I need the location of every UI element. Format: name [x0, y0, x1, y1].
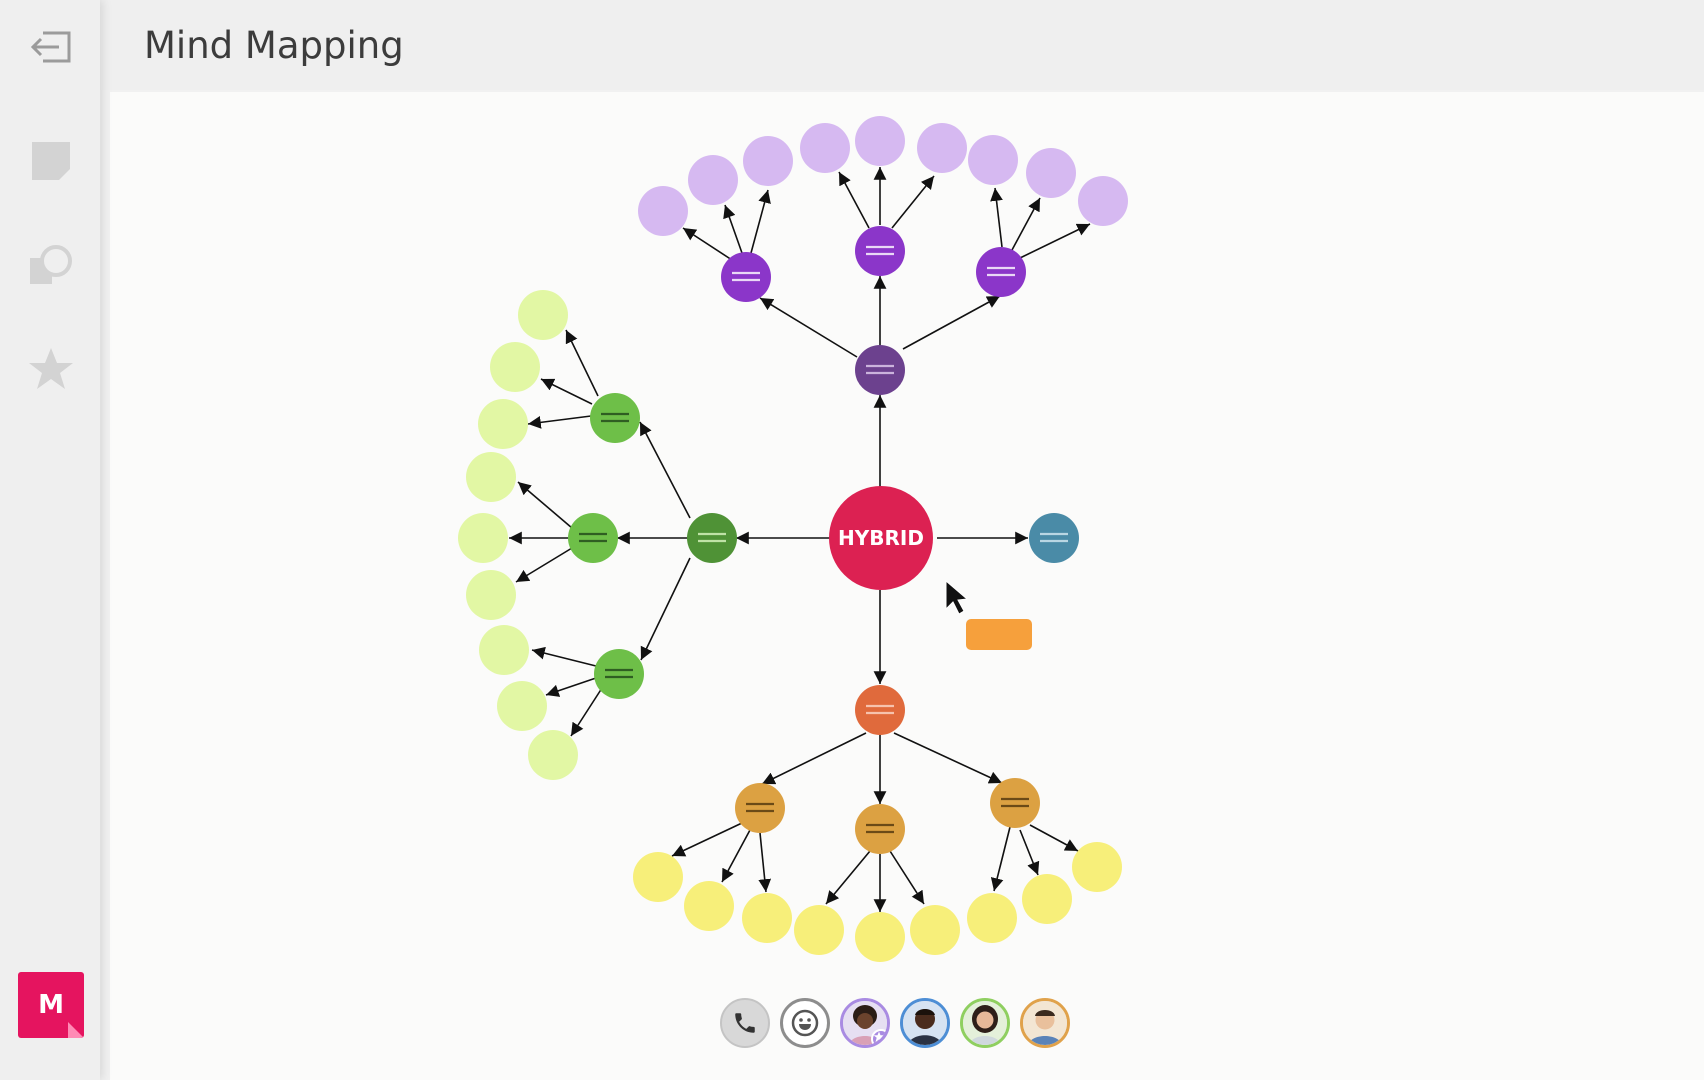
green-node-3[interactable] [594, 649, 644, 699]
leaf-node[interactable] [1026, 148, 1076, 198]
amber-node-2[interactable] [855, 804, 905, 854]
leaf-node[interactable] [466, 570, 516, 620]
leaf-node[interactable] [794, 905, 844, 955]
leaf-node[interactable] [1072, 842, 1122, 892]
avatar-2[interactable] [900, 998, 950, 1048]
connector-lines [508, 167, 1091, 912]
leaf-node[interactable] [466, 452, 516, 502]
call-button[interactable] [720, 998, 770, 1048]
leaf-node[interactable] [917, 123, 967, 173]
leaf-node[interactable] [967, 893, 1017, 943]
page-title: Mind Mapping [144, 23, 404, 67]
leaf-node[interactable] [1078, 176, 1128, 226]
leaf-node[interactable] [633, 852, 683, 902]
sticky-note-icon[interactable] [28, 138, 74, 184]
green-node-2[interactable] [568, 513, 618, 563]
green-node-1[interactable] [590, 393, 640, 443]
yellow-leaf-nodes [633, 842, 1122, 962]
orange-hub-node[interactable] [855, 685, 905, 735]
leaf-node[interactable] [910, 905, 960, 955]
mind-map-canvas[interactable] [110, 92, 1704, 1080]
logo-fold [68, 1022, 84, 1038]
leaf-node[interactable] [458, 513, 508, 563]
star-icon[interactable] [28, 346, 74, 392]
smiley-icon [791, 1009, 819, 1037]
amber-node-1[interactable] [735, 783, 785, 833]
leaf-node[interactable] [479, 625, 529, 675]
leaf-node[interactable] [638, 186, 688, 236]
purple-hub-node[interactable] [855, 345, 905, 395]
shapes-icon[interactable] [28, 242, 74, 288]
leaf-node[interactable] [688, 155, 738, 205]
left-toolbar: M [0, 0, 100, 1080]
violet-node-2[interactable] [855, 226, 905, 276]
violet-leaf-nodes [638, 116, 1128, 236]
leaf-node[interactable] [855, 912, 905, 962]
user-avatar-icon [903, 1001, 947, 1045]
central-node[interactable]: HYBRID [829, 486, 933, 590]
star-badge-icon [873, 1031, 885, 1042]
user-avatar-icon [963, 1001, 1007, 1045]
leaf-node[interactable] [743, 136, 793, 186]
app-logo[interactable]: M [18, 972, 84, 1038]
emoji-button[interactable] [780, 998, 830, 1048]
violet-node-3[interactable] [976, 247, 1026, 297]
avatar-4[interactable] [1020, 998, 1070, 1048]
branch-nodes [568, 226, 1079, 854]
leaf-node[interactable] [684, 881, 734, 931]
central-node-label: HYBRID [838, 526, 924, 550]
leaf-node[interactable] [1022, 874, 1072, 924]
green-hub-node[interactable] [687, 513, 737, 563]
host-star-badge [871, 1029, 887, 1045]
collaboration-bar [720, 998, 1070, 1050]
leaf-node[interactable] [490, 342, 540, 392]
leaf-node[interactable] [497, 681, 547, 731]
violet-node-1[interactable] [721, 252, 771, 302]
leaf-node[interactable] [742, 893, 792, 943]
header: Mind Mapping [100, 0, 1704, 90]
avatar-3[interactable] [960, 998, 1010, 1048]
avatar-1[interactable] [840, 998, 890, 1048]
orange-rectangle-shape[interactable] [966, 619, 1032, 650]
green-leaf-nodes [458, 290, 578, 780]
mouse-cursor-icon [945, 579, 969, 615]
phone-icon [735, 1013, 755, 1033]
user-avatar-icon [1023, 1001, 1067, 1045]
leaf-node[interactable] [478, 399, 528, 449]
leaf-node[interactable] [855, 116, 905, 166]
teal-node[interactable] [1029, 513, 1079, 563]
leaf-node[interactable] [528, 730, 578, 780]
amber-node-3[interactable] [990, 778, 1040, 828]
exit-icon[interactable] [28, 24, 74, 70]
leaf-node[interactable] [518, 290, 568, 340]
leaf-node[interactable] [800, 123, 850, 173]
logo-letter: M [38, 990, 64, 1020]
leaf-node[interactable] [968, 135, 1018, 185]
